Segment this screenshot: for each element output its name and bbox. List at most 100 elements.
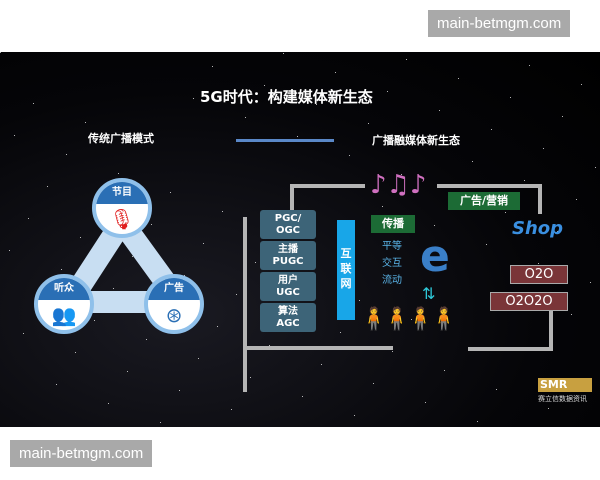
star [236,294,237,295]
smr-logo: SMR [538,378,592,392]
people-figures-icon: 🧍🧍🧍🧍 [360,307,458,332]
star [562,116,563,117]
star [538,263,539,264]
star [14,135,15,136]
loop-line [549,310,553,350]
spread-traits: 平等 交互 流动 [382,238,402,289]
watermark-top[interactable]: main-betmgm.com [428,10,571,37]
star [505,212,506,213]
star [486,244,487,245]
star [80,237,81,238]
star [382,206,383,207]
star [160,422,161,423]
star [321,364,322,365]
star [425,402,426,403]
star [548,408,549,409]
star [231,409,232,410]
star [373,383,374,384]
star [340,332,341,333]
cycle-label: 广告 [148,278,200,300]
star [137,141,138,142]
star [571,314,572,315]
star [472,161,473,162]
star [56,384,57,385]
star [411,319,412,320]
loop-line [290,184,365,188]
star [297,136,298,137]
music-notes-icon: ♪♫♪ [370,170,427,200]
star [439,110,440,111]
trait: 平等 [382,241,402,252]
internet-bar: 互 联 网 [337,220,355,320]
star [590,282,591,283]
loop-line [243,346,393,350]
loop-line [468,347,553,351]
star [118,173,119,174]
star [75,352,76,353]
star [28,218,29,219]
trait: 交互 [382,258,402,269]
people-icon: 👥 [51,303,77,327]
source-ugc: 用户 UGC [260,272,316,301]
cycle-ads: 广告 ⊛ [144,274,204,334]
ie-logo-icon: e [420,231,450,282]
star [316,104,317,105]
star [269,345,270,346]
star [335,72,336,73]
star [222,211,223,212]
star [524,180,525,181]
trait: 流动 [382,275,402,286]
shop-logo: Shop [512,218,564,239]
star [392,351,393,352]
star [61,269,62,270]
star [368,123,369,124]
star [94,320,95,321]
star [0,52,1,53]
left-heading: 传统广播模式 [88,132,154,145]
loop-line [538,184,542,214]
star [250,377,251,378]
star [245,117,246,118]
star [33,103,34,104]
source-pugc: 主播 PUGC [260,241,316,270]
star [283,53,284,54]
cycle-label: 节目 [96,182,148,204]
star [255,262,256,263]
source-agc: 算法 AGC [260,303,316,332]
star [212,66,213,67]
star [302,396,303,397]
loop-line [243,217,247,392]
star [179,390,180,391]
star [387,91,388,92]
star [354,415,355,416]
star [359,300,360,301]
star [85,122,86,123]
star [66,154,67,155]
star [595,167,596,168]
loop-line [290,184,294,212]
star [420,142,421,143]
star [543,148,544,149]
star [203,243,204,244]
divider-arrow [236,139,334,142]
watermark-bottom[interactable]: main-betmgm.com [10,440,153,467]
star [47,186,48,187]
star [529,65,530,66]
microphone-icon: 🎙 [109,207,135,231]
star [434,225,435,226]
source-pgc: PGC/ OGC [260,210,316,239]
star [108,403,109,404]
slide-title: 5G时代：构建媒体新生态 [200,88,373,106]
cycle-program: 节目 🎙 [92,178,152,238]
star [458,78,459,79]
cycle-listeners: 听众 👥 [34,274,94,334]
star [557,231,558,232]
star [23,333,24,334]
o2o2o-label: O2O2O [490,292,568,311]
star [581,84,582,85]
star [146,339,147,340]
star [496,389,497,390]
star [113,288,114,289]
star [264,85,265,86]
star [217,326,218,327]
